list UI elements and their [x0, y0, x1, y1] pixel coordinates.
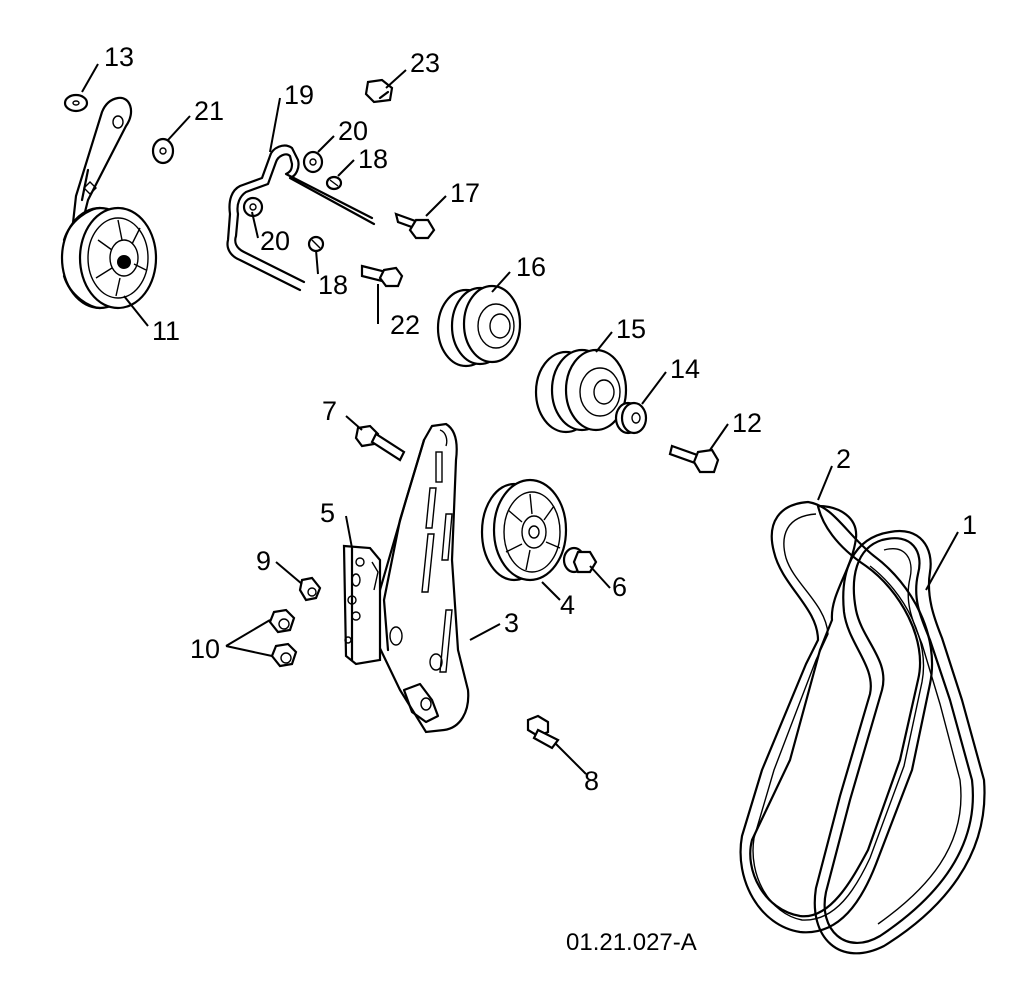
part-8-bolt	[526, 714, 560, 750]
leader-20a	[317, 135, 335, 153]
part-10-nut-lower	[270, 642, 298, 668]
callout-21: 21	[194, 96, 224, 126]
leader-21	[167, 115, 191, 141]
leader-18a	[337, 159, 355, 177]
part-18-clip-lower	[307, 235, 325, 253]
leader-20b	[251, 211, 259, 239]
leader-15	[595, 331, 613, 353]
callout-7: 7	[322, 396, 337, 426]
part-11-idler-arm-pulley	[60, 96, 158, 310]
callout-9: 9	[256, 546, 271, 576]
part-15-pulley	[534, 348, 628, 434]
leader-1	[925, 531, 959, 591]
callout-18-lower: 18	[318, 270, 348, 300]
callout-12: 12	[732, 408, 762, 438]
callout-11: 11	[152, 316, 180, 346]
callout-13: 13	[104, 42, 134, 72]
leader-12	[709, 423, 729, 451]
leader-18b	[315, 249, 319, 275]
part-5-bracket	[342, 544, 382, 666]
callout-10: 10	[190, 634, 220, 664]
part-23-bolt	[364, 78, 394, 104]
part-4-idler-pulley	[480, 478, 568, 582]
leader-2	[817, 465, 833, 501]
leader-19	[269, 97, 281, 153]
part-20-washer-upper	[302, 150, 324, 174]
part-3-bracket-plate	[374, 422, 470, 734]
leader-9	[275, 561, 303, 585]
leader-16	[491, 271, 511, 293]
leader-8	[555, 743, 587, 775]
callout-8: 8	[584, 766, 599, 796]
leader-3	[469, 623, 501, 641]
part-10-nut-upper	[268, 608, 296, 634]
leader-6	[589, 565, 611, 589]
part-18-clip-upper	[325, 175, 343, 191]
part-17-bolt	[394, 212, 436, 240]
part-21-washer	[151, 137, 175, 165]
leader-17	[425, 195, 447, 217]
leader-4	[541, 581, 561, 601]
part-22-bolt	[360, 264, 404, 288]
leader-13	[81, 63, 99, 93]
leader-7	[345, 415, 363, 431]
leader-14	[641, 371, 667, 405]
part-9-bolt	[298, 576, 322, 602]
callout-2: 2	[836, 444, 851, 474]
part-12-bolt	[668, 444, 720, 474]
callout-4: 4	[560, 590, 575, 620]
part-7-bolt	[354, 424, 406, 462]
part-13-washer	[63, 93, 89, 113]
callout-23: 23	[410, 48, 440, 78]
callout-14: 14	[670, 354, 700, 384]
part-1-belt	[813, 529, 986, 955]
callout-19: 19	[284, 80, 314, 110]
leader-11	[123, 295, 149, 327]
callout-15: 15	[616, 314, 646, 344]
part-2-belt	[739, 500, 934, 934]
leader-5	[345, 515, 353, 549]
callout-1: 1	[962, 510, 977, 540]
part-16-pulley	[436, 284, 522, 368]
callout-5: 5	[320, 498, 335, 528]
part-14-washer	[614, 401, 648, 435]
callout-16: 16	[516, 252, 546, 282]
callout-20-lower: 20	[260, 226, 290, 256]
leader-23	[385, 69, 407, 89]
leader-lines	[81, 63, 959, 775]
callout-20-upper: 20	[338, 116, 368, 146]
drawing-number: 01.21.027-A	[566, 929, 697, 956]
callout-17: 17	[450, 178, 480, 208]
callout-3: 3	[504, 608, 519, 638]
part-19-linkage-rod	[226, 144, 376, 292]
callout-18-upper: 18	[358, 144, 388, 174]
callout-6: 6	[612, 572, 627, 602]
callout-22: 22	[390, 310, 420, 340]
callout-labels: 13 21 19 23 20 18 17 20 18 22 16 11 15 1…	[104, 42, 977, 796]
leader-10	[225, 619, 273, 657]
